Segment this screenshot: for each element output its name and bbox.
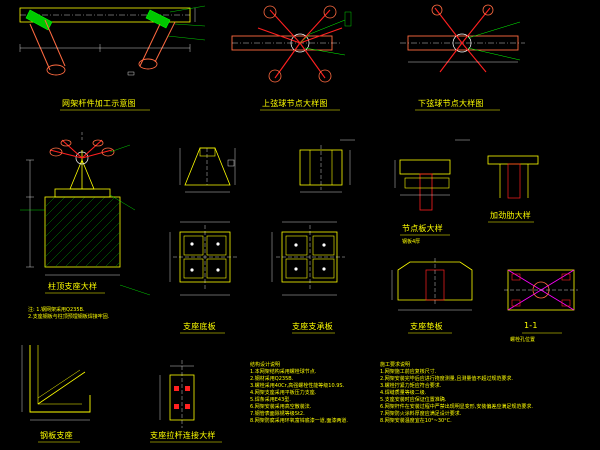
note-right-8: 8.网架安装温度宜在10°~30°C. bbox=[380, 418, 452, 424]
caption-grid-node: 网架杆件加工示意图 bbox=[62, 99, 136, 108]
caption-support-seat: 支座支承板 bbox=[292, 322, 333, 331]
support-plate-detail bbox=[179, 147, 236, 193]
caption-underlines bbox=[38, 109, 562, 443]
caption-base-plate: 支座底板 bbox=[183, 322, 216, 331]
base-plate-grid bbox=[169, 221, 345, 296]
note-left-2: 2.支座钢板与柱顶预埋钢板焊接牢固. bbox=[28, 314, 110, 320]
notes-center: 结构设计说明 1.本网架结构采用螺栓球节点. 2.钢材采用Q235B. 3.螺栓… bbox=[250, 362, 348, 425]
caption-side-view: 节点板大样 bbox=[402, 224, 443, 233]
notes-right-title: 施工要求说明 bbox=[380, 362, 411, 368]
note-right-3: 3.螺栓拧紧力矩应符合要求. bbox=[380, 383, 442, 389]
caption-lower-node: 下弦球节点大样图 bbox=[418, 99, 484, 108]
caption-bottom-plate: 支座垫板 bbox=[410, 322, 443, 331]
note-right-1: 1.网架施工前应复核尺寸. bbox=[380, 369, 437, 375]
note-right-7: 7.网架防火涂料厚度应满足设计要求. bbox=[380, 411, 462, 417]
notes-left: 注: 1.钢网架采用Q235B. 2.支座钢板与柱顶预埋钢板焊接牢固. bbox=[28, 307, 109, 321]
note-center-4: 4.网架支座采用平板压力支座. bbox=[250, 390, 317, 396]
steel-bracket-detail bbox=[21, 345, 91, 421]
note-right-5: 5.支座安装时应保证位置准确. bbox=[380, 397, 447, 403]
upper-node-detail bbox=[231, 5, 352, 83]
note-right-6: 6.网架杆件在安装过程中严禁出现明显变形,安装偏差应满足规范要求. bbox=[380, 404, 533, 410]
note-center-8: 8.网架防腐采用环氧富锌底漆一道,面漆两道. bbox=[250, 418, 348, 424]
notes-right: 施工要求说明 1.网架施工前应复核尺寸. 2.网架安装完毕后应进行挠度测量,且测… bbox=[380, 362, 533, 425]
note-center-6: 6.网架安装采用高空散装法. bbox=[250, 404, 312, 410]
note-center-2: 2.钢材采用Q235B. bbox=[250, 376, 294, 382]
sub-label-bracket: 钢板4厚 bbox=[402, 239, 421, 245]
sub-label-section-note: 螺栓孔位置 bbox=[510, 337, 536, 343]
support-tie-detail bbox=[159, 360, 195, 428]
column-support-detail bbox=[20, 130, 151, 296]
rib-plate-detail bbox=[394, 139, 539, 211]
caption-section-1: 1-1 bbox=[524, 321, 538, 330]
caption-support-detail: 支座拉杆连接大样 bbox=[150, 431, 216, 440]
note-center-1: 1.本网架结构采用螺栓球节点. bbox=[250, 369, 317, 375]
note-right-2: 2.网架安装完毕后应进行挠度测量,且测量值不超过规范要求. bbox=[380, 376, 513, 382]
section-views bbox=[391, 258, 578, 311]
caption-rib-plate: 加劲肋大样 bbox=[490, 211, 531, 220]
note-center-3: 3.螺栓采用40Cr,高强螺栓性能等级10.9S. bbox=[250, 383, 345, 389]
grid-member-detail bbox=[19, 5, 206, 76]
caption-upper-node: 上弦球节点大样图 bbox=[262, 99, 328, 108]
lower-node-detail bbox=[400, 4, 525, 73]
notes-center-title: 结构设计说明 bbox=[250, 362, 281, 368]
caption-steel-stair: 钢板支座 bbox=[40, 431, 73, 440]
caption-column-support: 柱顶支座大样 bbox=[48, 282, 98, 291]
support-seat-detail bbox=[299, 139, 355, 193]
note-right-4: 4.焊缝质量等级二级. bbox=[380, 390, 427, 396]
note-left-1: 注: 1.钢网架采用Q235B. bbox=[28, 307, 85, 313]
note-center-7: 7.钢管表面除锈等级St2. bbox=[250, 411, 305, 417]
note-center-5: 5.焊条采用E43型. bbox=[250, 397, 291, 403]
